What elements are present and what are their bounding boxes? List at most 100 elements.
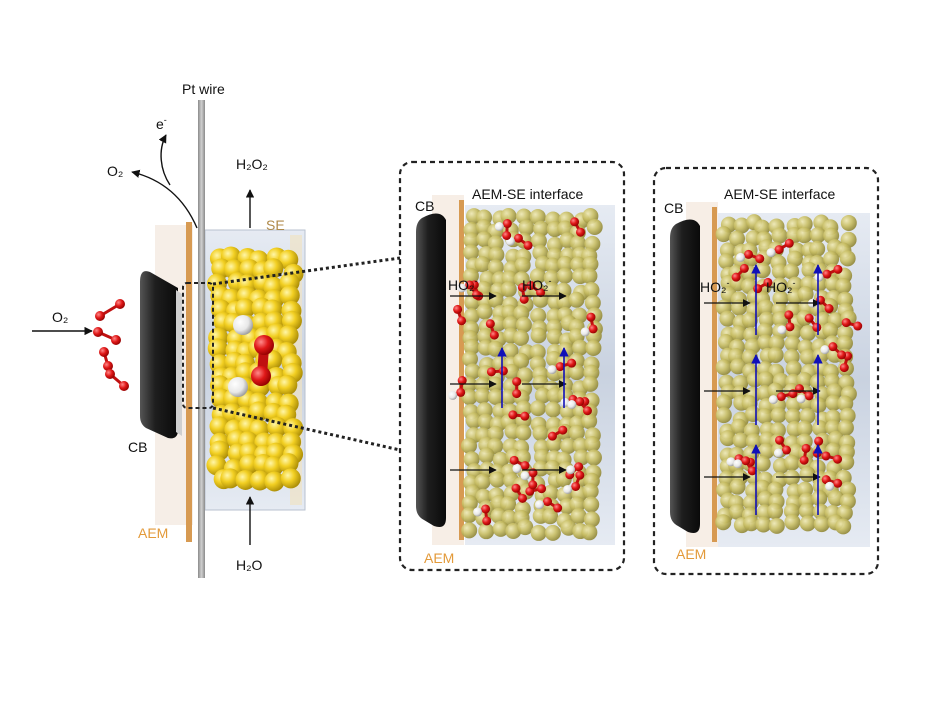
se-particle [586, 219, 603, 236]
oxygen-atom [523, 240, 533, 250]
se-particle [474, 387, 491, 404]
se-particle [518, 219, 535, 236]
hydrogen-atom [448, 390, 458, 400]
se-particle [487, 340, 504, 357]
oxygen-atom [457, 316, 467, 326]
oxygen-atom [520, 411, 530, 421]
hydrogen-atom [825, 481, 835, 491]
hydrogen-atom [768, 395, 778, 405]
se-particle [826, 383, 843, 400]
se-particle [716, 394, 733, 411]
se-particle [239, 453, 260, 474]
se-particle [263, 258, 284, 279]
se-particle [502, 315, 519, 332]
oxygen-atom [574, 462, 584, 472]
se-particle [489, 471, 506, 488]
se-particle [543, 282, 560, 299]
se-particle [542, 508, 559, 525]
oxygen-atom [755, 254, 765, 264]
oxygen-atom [119, 381, 129, 391]
inset-1-aem-layer [459, 200, 464, 540]
oxygen-atom [775, 435, 785, 445]
se-particle [796, 216, 813, 233]
inset-2-ho2-label-a: HO₂- [700, 278, 729, 295]
se-particle [796, 420, 813, 437]
se-particle [487, 235, 504, 252]
se-particle [461, 389, 478, 406]
se-particle [799, 515, 816, 532]
se-particle [477, 328, 494, 345]
se-particle [476, 303, 493, 320]
se-particle [542, 484, 559, 501]
se-particle [474, 256, 491, 273]
se-particle [584, 294, 601, 311]
se-particle [530, 307, 547, 324]
oxygen-atom [482, 516, 492, 526]
se-particle [813, 516, 830, 533]
se-particle [532, 425, 549, 442]
se-particle [581, 413, 598, 430]
o2-out-label: O₂ [107, 163, 123, 179]
se-particle [581, 524, 598, 541]
se-particle [785, 408, 802, 425]
se-particle [461, 522, 478, 539]
se-particle [769, 422, 786, 439]
oxygen-atom [853, 321, 863, 331]
oxygen-atom [821, 451, 831, 461]
se-particle [464, 363, 481, 380]
oxygen-atom [571, 481, 581, 491]
hydrogen-atom [773, 448, 783, 458]
se-particle [770, 407, 787, 424]
oxygen-atom [822, 269, 832, 279]
hydrogen-atom [580, 327, 590, 337]
oxygen-atom [485, 319, 495, 329]
se-particle [517, 519, 534, 536]
main-device: Pt wire e- O₂ H₂O₂ SE O₂ CB AEM H₂O [32, 81, 306, 578]
oxygen-atom [512, 389, 522, 399]
se-particle [798, 502, 815, 519]
oxygen-atom [511, 483, 521, 493]
se-particle [488, 246, 505, 263]
se-particle [718, 253, 735, 270]
se-particle [487, 425, 504, 442]
se-particle [280, 468, 301, 489]
se-particle [533, 220, 550, 237]
se-particle [837, 419, 854, 436]
se-particle [719, 310, 736, 327]
se-particle [715, 359, 732, 376]
oxygen-atom [576, 227, 586, 237]
se-particle [839, 250, 856, 267]
se-particle [568, 424, 585, 441]
oxygen-atom [774, 245, 784, 255]
hydrogen-atom [567, 400, 577, 410]
oxygen-atom [814, 436, 824, 446]
hydrogen-atom [520, 471, 530, 481]
hydrogen-atom [820, 345, 830, 355]
oxygen-atom [558, 425, 568, 435]
oxygen-atom [833, 478, 843, 488]
se-particle [812, 420, 829, 437]
oxygen-atom [776, 392, 786, 402]
se-particle [235, 469, 256, 490]
oxygen-atom [95, 311, 105, 321]
se-particle [731, 299, 748, 316]
oxygen-atom [785, 322, 795, 332]
se-particle [741, 312, 758, 329]
oxygen-atom [105, 369, 115, 379]
se-particle [544, 524, 561, 541]
se-particle [490, 315, 507, 332]
se-particle [835, 518, 852, 535]
se-particle [514, 257, 531, 274]
se-particle [796, 372, 813, 389]
zoom-connector-top [212, 256, 401, 286]
oxygen-atom [536, 288, 546, 298]
se-particle [515, 400, 532, 417]
se-particle [569, 496, 586, 513]
se-particle [463, 339, 480, 356]
se-particle [757, 322, 774, 339]
hydrogen-atom [473, 507, 483, 517]
oxygen-atom [508, 410, 518, 420]
se-particle [733, 217, 750, 234]
se-particle [500, 496, 517, 513]
se-particle [784, 335, 801, 352]
